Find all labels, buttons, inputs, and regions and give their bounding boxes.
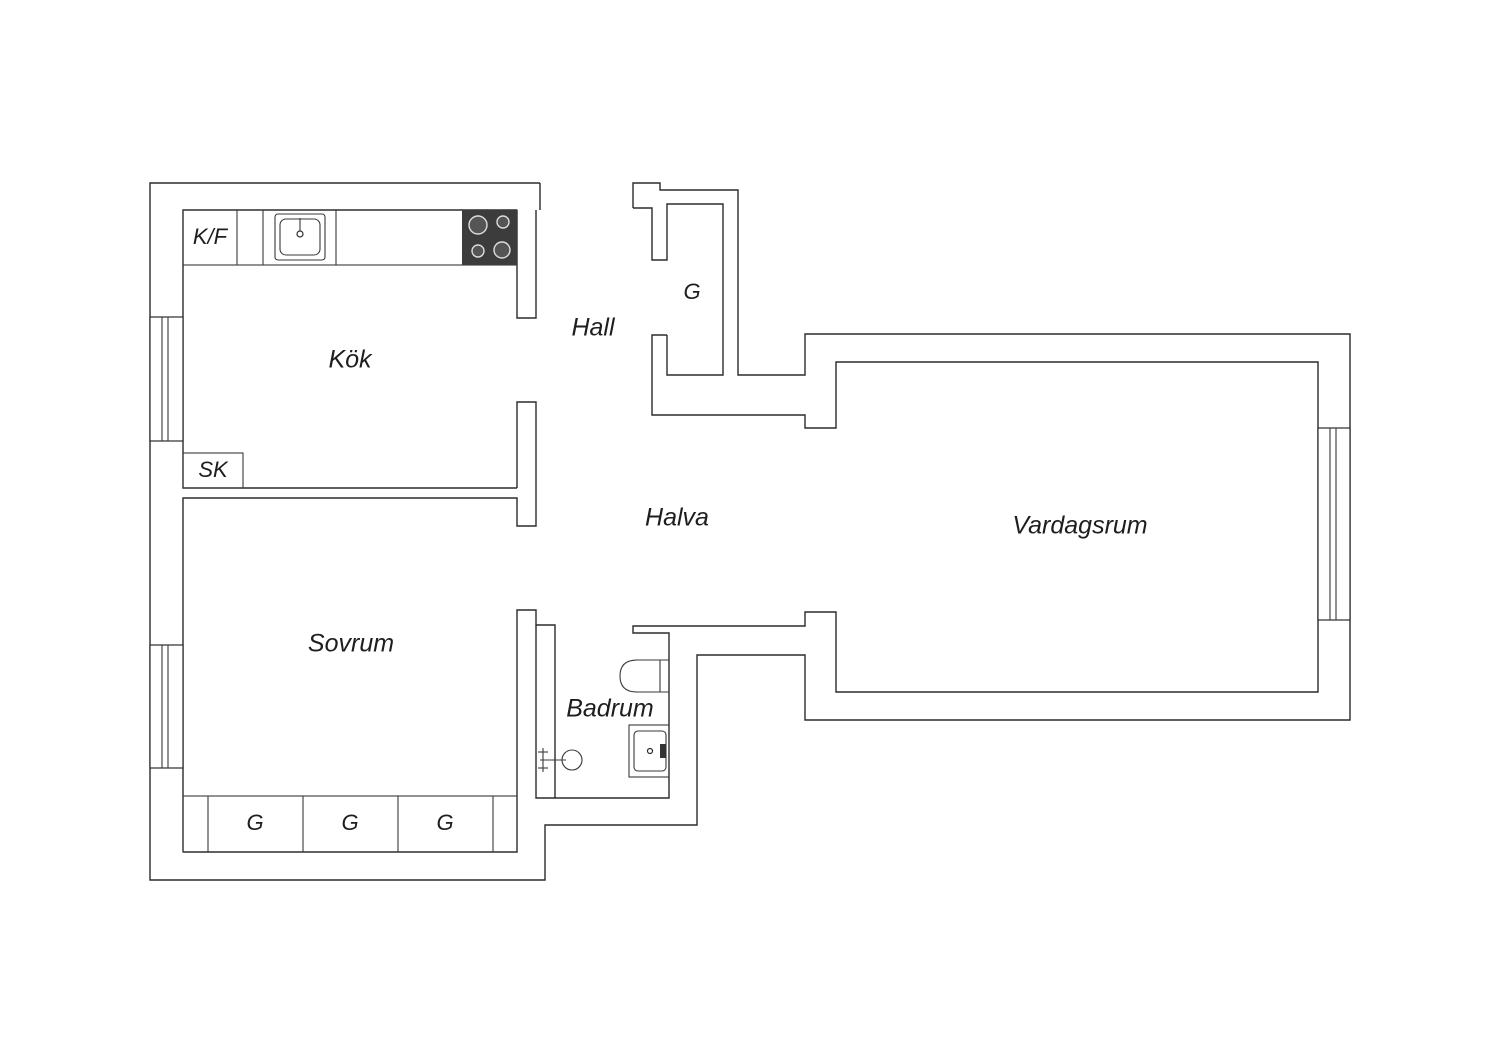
- room-label-vardagsrum: Vardagsrum: [1012, 512, 1147, 540]
- wardrobe-label-2: G: [341, 810, 358, 835]
- stove-icon: [462, 210, 517, 265]
- wardrobe-label-hall: G: [683, 279, 700, 304]
- shower-icon: [538, 748, 583, 772]
- outer-walls: [149, 182, 1351, 881]
- storage-cabinet: SK: [182, 452, 244, 489]
- storage-cabinet-label: SK: [198, 457, 229, 482]
- hall: G Hall: [571, 203, 724, 376]
- bathroom: Badrum: [535, 334, 1319, 799]
- living-room: Vardagsrum: [1012, 427, 1351, 621]
- room-label-sovrum: Sovrum: [308, 630, 394, 658]
- bedroom: G G G Sovrum: [182, 609, 556, 853]
- window-living-room: [1317, 427, 1351, 621]
- toilet-icon: [619, 659, 669, 693]
- room-label-badrum: Badrum: [566, 695, 654, 723]
- bathroom-sink-icon: [628, 724, 670, 778]
- window-bedroom: [149, 644, 184, 769]
- sink-icon: [274, 213, 326, 261]
- room-label-halva: Halva: [645, 504, 709, 532]
- wardrobe-label-1: G: [246, 810, 263, 835]
- kitchen: K/F SK Kök: [182, 209, 537, 852]
- bedroom-wardrobes: G G G: [182, 795, 518, 853]
- wardrobe-label-3: G: [436, 810, 453, 835]
- fridge-freezer-label: K/F: [193, 224, 229, 249]
- room-label-kok: Kök: [328, 346, 373, 374]
- room-label-hall: Hall: [571, 314, 616, 342]
- window-kitchen: [149, 316, 184, 442]
